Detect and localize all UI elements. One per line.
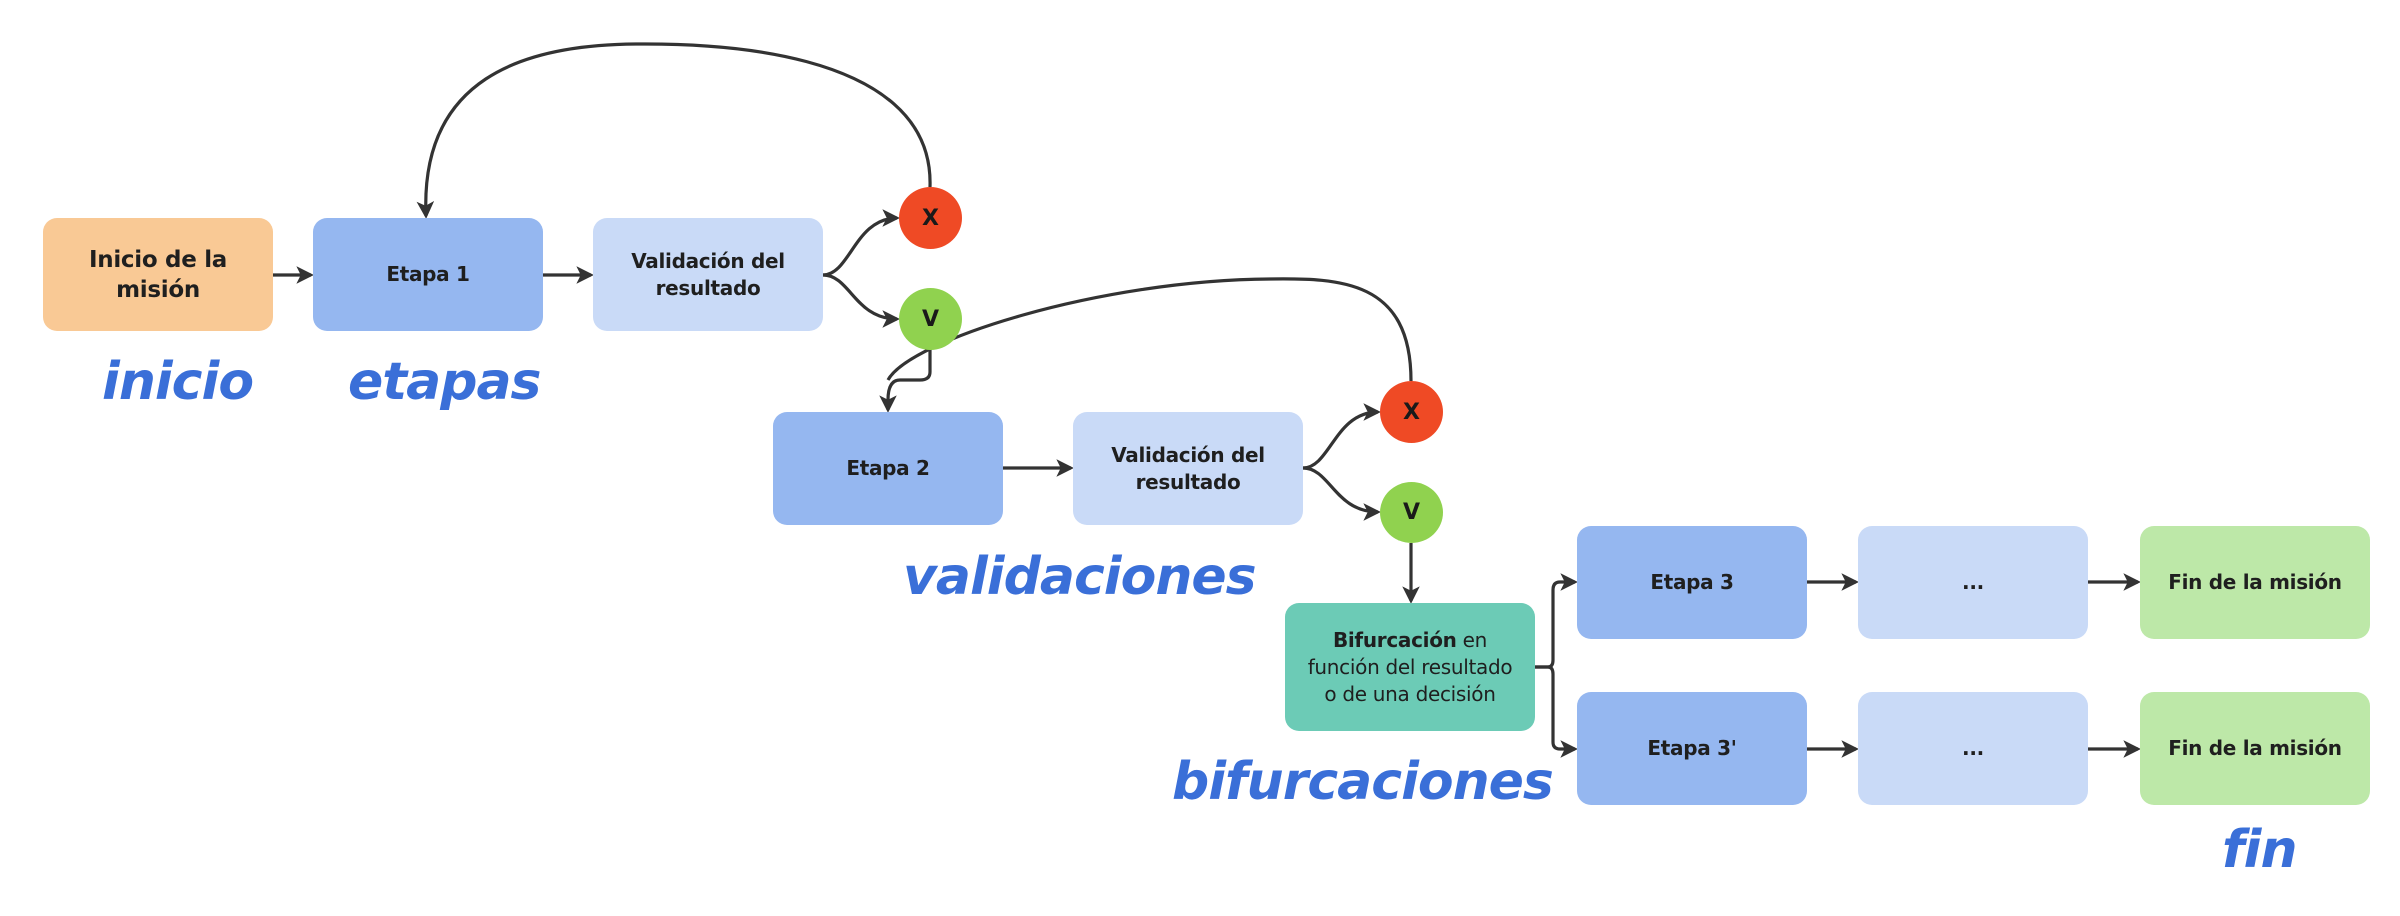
edge-validation1-to-pass1	[822, 273, 900, 328]
edge-validation2-to-pass2	[1302, 466, 1381, 521]
pass-icon: V	[1402, 500, 1421, 525]
node-text-line: resultado	[1135, 469, 1241, 494]
node-text-line: Etapa 2	[846, 456, 930, 480]
node-text-line: ...	[1962, 570, 1984, 594]
fail-node-2: X	[1380, 381, 1443, 443]
node-text-line: Etapa 3	[1650, 570, 1734, 594]
label-bifurcaciones: bifurcaciones	[1172, 752, 1554, 812]
label-etapas: etapas	[348, 352, 541, 412]
node-text-line: Fin de la misión	[2168, 736, 2342, 760]
node-text-line: función del resultado	[1307, 654, 1513, 679]
node-text-line: Validación del	[1111, 442, 1265, 467]
node-text-line: misión	[116, 276, 200, 303]
node-stage-3: Etapa 3	[1577, 526, 1807, 639]
fork-title-suffix: en	[1456, 627, 1488, 652]
node-text-line: Etapa 3'	[1647, 736, 1737, 760]
node-text-line: Fin de la misión	[2168, 570, 2342, 594]
node-mission-start: Inicio de la misión	[43, 218, 273, 331]
fail-node-1: X	[899, 187, 962, 249]
label-inicio: inicio	[102, 352, 254, 412]
fail-icon: X	[922, 205, 939, 231]
pass-node-1: V	[899, 288, 962, 350]
node-text-line: Etapa 1	[386, 262, 470, 286]
node-stage-1: Etapa 1	[313, 218, 543, 331]
node-stage-2: Etapa 2	[773, 412, 1003, 525]
pass-node-2: V	[1380, 482, 1443, 543]
label-fin: fin	[2222, 820, 2297, 880]
node-validation-2: Validación del resultado	[1073, 412, 1303, 525]
node-validation-1: Validación del resultado	[593, 218, 823, 331]
edge-validation1-to-fail1	[822, 209, 900, 277]
node-text-line: Bifurcación en	[1333, 627, 1487, 654]
pass-icon: V	[921, 306, 940, 332]
node-mission-end-a: Fin de la misión	[2140, 526, 2370, 639]
edge-fail1-to-stage1	[416, 42, 932, 219]
edge-pass1-to-stage2	[879, 350, 932, 413]
node-text-line: resultado	[655, 275, 761, 300]
edge-fork-to-stage3	[1535, 573, 1578, 669]
label-validaciones: validaciones	[903, 547, 1257, 607]
node-mission-end-b: Fin de la misión	[2140, 692, 2370, 805]
node-ellipsis-b: ...	[1858, 692, 2088, 805]
edge-validation2-to-fail2	[1302, 403, 1381, 470]
edge-fail2-to-stage2	[886, 277, 1413, 382]
edge-fork-to-stage3b	[1535, 665, 1578, 758]
node-text-line: ...	[1962, 736, 1984, 760]
node-text-line: Inicio de la	[88, 246, 228, 273]
fork-title: Bifurcación	[1332, 627, 1457, 652]
fail-icon: X	[1403, 399, 1420, 425]
node-ellipsis-a: ...	[1858, 526, 2088, 639]
node-text-line: Validación del	[631, 248, 785, 273]
node-fork: Bifurcación en función del resultado o d…	[1285, 603, 1535, 731]
node-text-line: o de una decisión	[1324, 681, 1496, 706]
node-stage-3-prime: Etapa 3'	[1577, 692, 1807, 805]
